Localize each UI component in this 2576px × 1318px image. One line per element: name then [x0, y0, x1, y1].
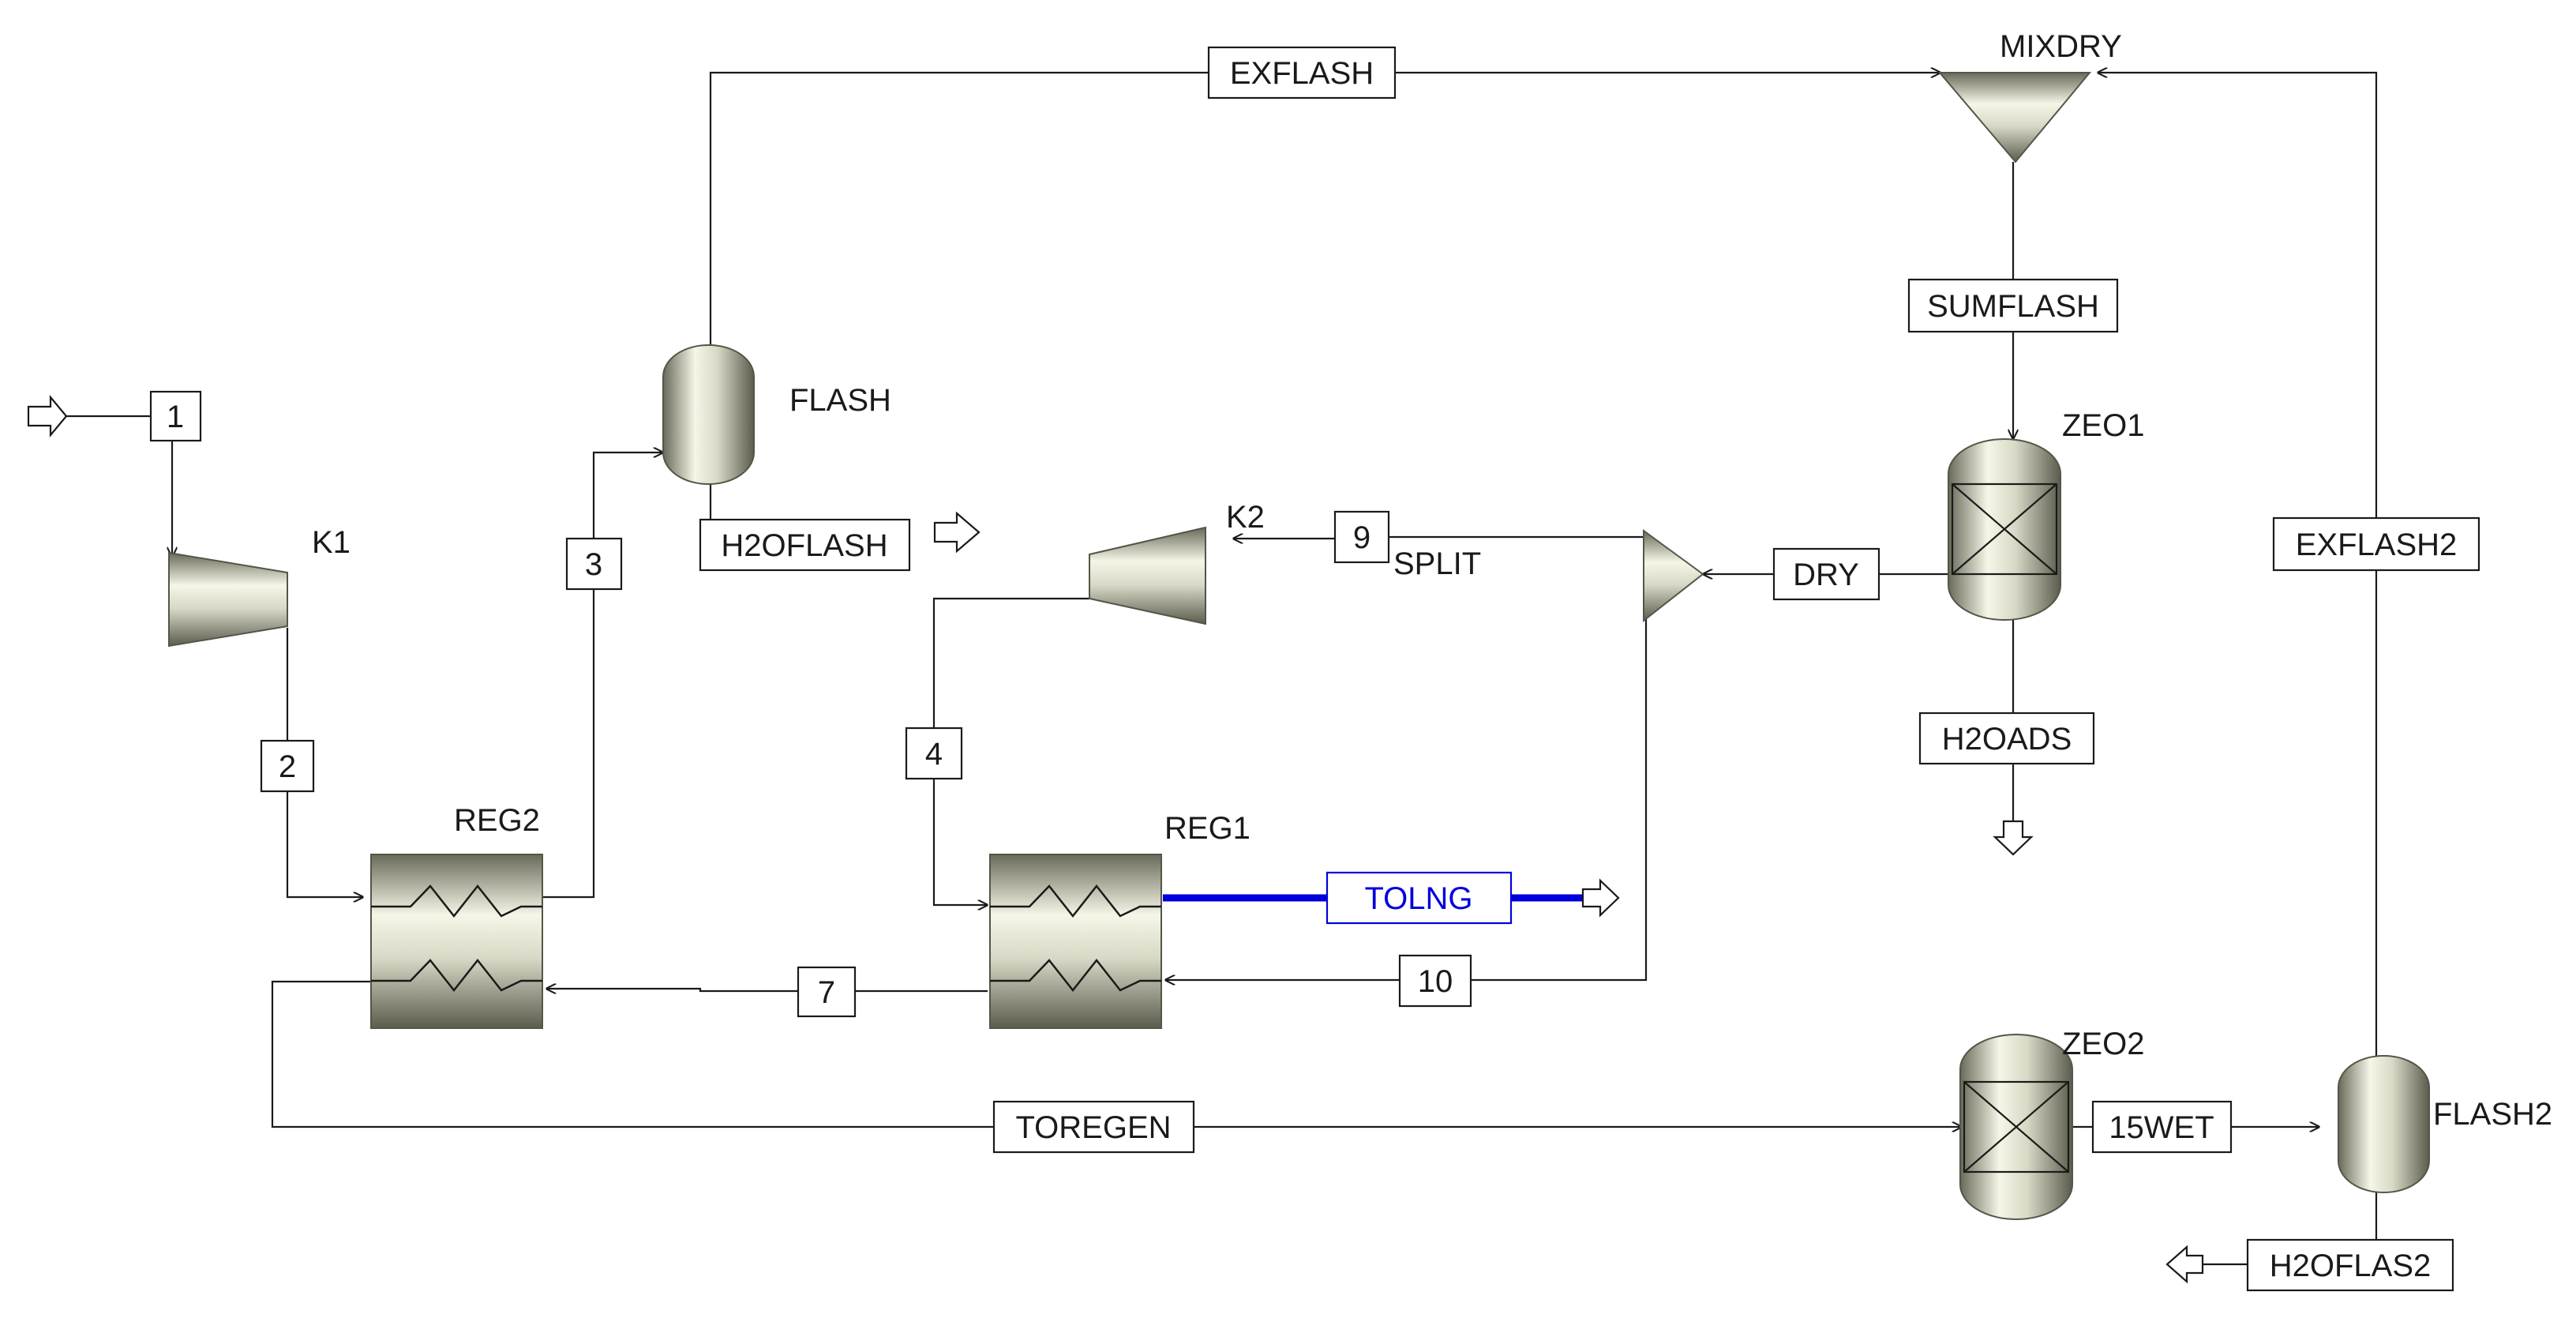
svg-text:DRY: DRY	[1793, 558, 1859, 592]
stream-10-tag[interactable]: 10	[1398, 954, 1472, 1008]
stream-exflash-line[interactable]	[709, 73, 1940, 345]
svg-text:10: 10	[1418, 964, 1453, 999]
svg-text:TOLNG: TOLNG	[1364, 881, 1472, 916]
reg2-heat-exchanger-icon[interactable]	[370, 854, 543, 1029]
svg-text:3: 3	[585, 547, 602, 582]
svg-text:4: 4	[925, 737, 943, 772]
stream-3-tag[interactable]: 3	[565, 537, 623, 591]
stream-toregen-tag[interactable]: TOREGEN	[992, 1100, 1195, 1154]
stream-h2oflash-tag[interactable]: H2OFLASH	[699, 518, 911, 572]
flash2-label: FLASH2	[2433, 1097, 2552, 1132]
stream-exflash2-tag[interactable]: EXFLASH2	[2272, 516, 2480, 572]
svg-text:H2OFLAS2: H2OFLAS2	[2270, 1249, 2432, 1283]
h2oads-exit-arrow-icon	[1993, 820, 2034, 856]
svg-text:EXFLASH2: EXFLASH2	[2296, 528, 2458, 562]
stream-7-line[interactable]	[546, 989, 988, 991]
h2oflash-exit-arrow-icon	[933, 511, 981, 554]
stream-exflash2-line[interactable]	[2098, 73, 2378, 1056]
tolng-exit-arrow-icon	[1581, 878, 1620, 918]
mixdry-mixer-icon[interactable]	[1937, 72, 2092, 163]
reg1-heat-exchanger-icon[interactable]	[989, 854, 1162, 1029]
k2-compressor-icon[interactable]	[1089, 526, 1206, 625]
zeo1-adsorber-icon[interactable]	[1948, 438, 2061, 621]
stream-labels: 1 2 3 4 7 9 10 EXFLASH	[149, 46, 2480, 1292]
stream-9-tag[interactable]: 9	[1333, 510, 1390, 564]
h2oflas2-exit-arrow-icon	[2165, 1245, 2204, 1284]
stream-9-line[interactable]	[1233, 537, 1646, 539]
stream-7-tag[interactable]: 7	[797, 966, 857, 1018]
stream-h2oflas2-tag[interactable]: H2OFLAS2	[2246, 1238, 2454, 1292]
stream-2-line[interactable]	[286, 628, 363, 897]
reg2-label: REG2	[454, 803, 540, 838]
mixdry-label: MIXDRY	[2000, 29, 2122, 64]
svg-text:H2OADS: H2OADS	[1942, 722, 2072, 757]
flash-drum-icon[interactable]	[662, 344, 755, 485]
stream-10-line[interactable]	[1165, 594, 1648, 980]
flash-label: FLASH	[789, 383, 891, 418]
stream-sumflash-tag[interactable]: SUMFLASH	[1907, 278, 2119, 333]
stream-15wet-tag[interactable]: 15WET	[2091, 1100, 2233, 1154]
k1-compressor-icon[interactable]	[168, 551, 288, 648]
k2-label: K2	[1226, 500, 1265, 535]
svg-text:EXFLASH: EXFLASH	[1230, 56, 1374, 91]
k1-label: K1	[312, 525, 351, 560]
svg-text:TOREGEN: TOREGEN	[1015, 1110, 1171, 1145]
svg-text:7: 7	[818, 975, 835, 1010]
reg1-label: REG1	[1164, 811, 1251, 846]
stream-dry-tag[interactable]: DRY	[1772, 547, 1880, 601]
zeo1-label: ZEO1	[2062, 408, 2144, 443]
stream-4-tag[interactable]: 4	[905, 727, 963, 780]
svg-text:15WET: 15WET	[2109, 1110, 2214, 1145]
stream-3-line[interactable]	[542, 452, 663, 899]
svg-text:1: 1	[167, 400, 184, 434]
svg-text:SUMFLASH: SUMFLASH	[1927, 289, 2099, 324]
zeo2-adsorber-icon[interactable]	[1959, 1034, 2073, 1220]
svg-text:H2OFLASH: H2OFLASH	[721, 528, 887, 563]
stream-1-tag[interactable]: 1	[149, 390, 202, 442]
flash2-drum-icon[interactable]	[2338, 1055, 2430, 1193]
block-labels: K1 K2 FLASH FLASH2 MIXDRY ZEO1 ZEO2 REG1…	[312, 29, 2552, 1132]
stream-2-tag[interactable]: 2	[260, 739, 315, 793]
split-splitter-icon[interactable]	[1643, 529, 1704, 623]
feed-arrow-icon	[27, 394, 68, 438]
stream-tolng-tag[interactable]: TOLNG	[1325, 871, 1513, 925]
svg-text:9: 9	[1353, 520, 1370, 555]
zeo2-label: ZEO2	[2062, 1027, 2144, 1061]
split-label: SPLIT	[1393, 546, 1481, 581]
port-arrows	[27, 394, 2204, 1284]
svg-text:2: 2	[279, 749, 296, 784]
stream-h2oads-tag[interactable]: H2OADS	[1918, 712, 2095, 765]
stream-exflash-tag[interactable]: EXFLASH	[1207, 46, 1397, 100]
